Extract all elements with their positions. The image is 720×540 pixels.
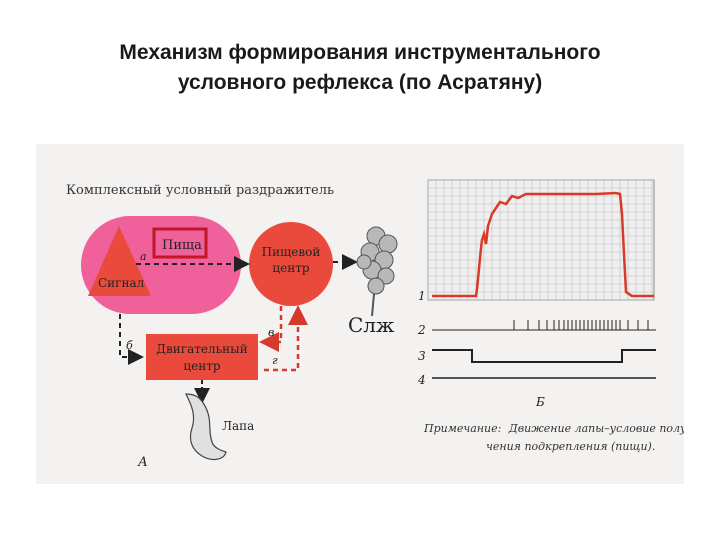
path-g-arrow xyxy=(264,305,308,372)
note-line-2: чения подкрепления (пищи). xyxy=(486,440,655,453)
signal-label: Сигнал xyxy=(98,276,145,290)
note-line-1: Примечание: Движение лапы–условие полу- xyxy=(423,422,684,435)
food-box xyxy=(152,227,208,259)
food-center-circle xyxy=(249,222,333,306)
paw-icon xyxy=(185,393,227,461)
motor-center-line2: центр xyxy=(183,359,220,373)
trace-1-label: 1 xyxy=(418,289,426,303)
motor-center-box xyxy=(146,334,258,380)
path-a-label: а xyxy=(140,250,147,263)
food-center-line1: Пищевой xyxy=(262,245,321,259)
trace-4-label: 4 xyxy=(417,373,426,387)
path-g-label: г xyxy=(272,354,278,367)
motor-center-line1: Двигательный xyxy=(156,342,247,356)
trace-3-label: 3 xyxy=(418,349,426,363)
gland-label: Слж xyxy=(348,313,395,337)
food-center-line2: центр xyxy=(272,261,309,275)
recording-grid xyxy=(427,179,655,301)
trace-3-signal xyxy=(432,349,656,363)
trace-2-ticks xyxy=(513,320,649,330)
salivary-gland-icon xyxy=(356,226,398,317)
title-line-1: Механизм формирования инструментального xyxy=(119,41,601,64)
title-line-2: условного рефлекса (по Асратяну) xyxy=(177,71,543,94)
food-label: Пища xyxy=(162,238,202,253)
path-v-label: в xyxy=(268,326,274,339)
note-prefix: Примечание: xyxy=(423,422,501,435)
stimulus-header: Комплексный условный раздражитель xyxy=(66,183,334,198)
panel-b-label: Б xyxy=(535,395,545,409)
paw-label: Лапа xyxy=(222,419,254,433)
panel-a-label: А xyxy=(137,455,148,470)
reflex-figure: Комплексный условный раздражитель Сигнал… xyxy=(36,144,690,484)
note-text-1: Движение лапы–условие полу- xyxy=(508,422,684,435)
figure-svg: Комплексный условный раздражитель Сигнал… xyxy=(66,179,690,470)
path-b-arrow xyxy=(119,314,144,365)
slide-title: Механизм формирования инструментального … xyxy=(0,38,720,98)
trace-1-salivation xyxy=(432,191,654,298)
signal-triangle xyxy=(88,226,151,296)
path-b-label: б xyxy=(126,339,133,352)
trace-2-label: 2 xyxy=(417,323,426,337)
path-v-arrow xyxy=(259,306,283,352)
